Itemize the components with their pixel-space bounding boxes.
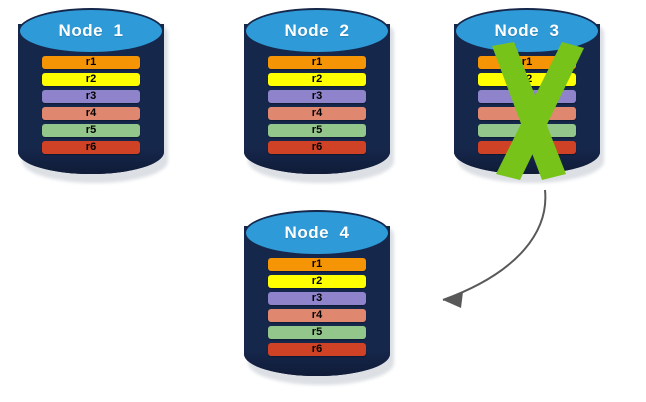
node-2-row-r3[interactable]: r3 bbox=[268, 90, 366, 103]
node-4-rows: r1 r2 r3 r4 r5 r6 bbox=[268, 258, 366, 360]
node-3-row-r4-label: r4 bbox=[521, 107, 533, 119]
node-2-lid bbox=[244, 8, 390, 54]
node-1-row-r2[interactable]: r2 bbox=[42, 73, 140, 86]
node-4-row-r2[interactable]: r2 bbox=[268, 275, 366, 288]
node-3-row-r4[interactable]: r4 bbox=[478, 107, 576, 120]
node-4-row-r5[interactable]: r5 bbox=[268, 326, 366, 339]
node-1-row-r3-label: r3 bbox=[85, 90, 97, 102]
node-4-row-r4-label: r4 bbox=[311, 309, 323, 321]
node-2-row-r2-label: r2 bbox=[311, 73, 323, 85]
node-4-lid bbox=[244, 210, 390, 256]
node-2-row-r5-label: r5 bbox=[311, 124, 323, 136]
node-2-row-r4[interactable]: r4 bbox=[268, 107, 366, 120]
node-1-row-r5-label: r5 bbox=[85, 124, 97, 136]
node-2-row-r4-label: r4 bbox=[311, 107, 323, 119]
node-2-row-r5[interactable]: r5 bbox=[268, 124, 366, 137]
node-1-rows: r1 r2 r3 r4 r5 r6 bbox=[42, 56, 140, 158]
node-1-row-r6[interactable]: r6 bbox=[42, 141, 140, 154]
node-2-title: Node 2 bbox=[284, 21, 350, 40]
node-1-row-r4[interactable]: r4 bbox=[42, 107, 140, 120]
node-4-row-r4[interactable]: r4 bbox=[268, 309, 366, 322]
node-2[interactable]: Node 2 r1 r2 r3 r4 r5 r6 bbox=[244, 8, 394, 183]
node-1-row-r1-label: r1 bbox=[85, 56, 97, 68]
node-4-row-r3-label: r3 bbox=[311, 292, 323, 304]
node-3-row-r3[interactable]: r3 bbox=[478, 90, 576, 103]
node-3-row-r1-label: r1 bbox=[521, 56, 533, 68]
node-3-row-r5-label: r5 bbox=[521, 124, 533, 136]
node-2-rows: r1 r2 r3 r4 r5 r6 bbox=[268, 56, 366, 158]
node-4-row-r3[interactable]: r3 bbox=[268, 292, 366, 305]
node-4-row-r6[interactable]: r6 bbox=[268, 343, 366, 356]
node-1-row-r3[interactable]: r3 bbox=[42, 90, 140, 103]
node-4-row-r6-label: r6 bbox=[311, 343, 323, 355]
node-3-row-r2[interactable]: r2 bbox=[478, 73, 576, 86]
node-4-row-r2-label: r2 bbox=[311, 275, 323, 287]
node-2-row-r3-label: r3 bbox=[311, 90, 323, 102]
node-4-row-r5-label: r5 bbox=[311, 326, 323, 338]
node-1-row-r5[interactable]: r5 bbox=[42, 124, 140, 137]
node-3-row-r5[interactable]: r5 bbox=[478, 124, 576, 137]
node-4-row-r1-label: r1 bbox=[311, 258, 323, 270]
failover-arrow-head bbox=[443, 292, 463, 308]
node-3-row-r6[interactable]: r6 bbox=[478, 141, 576, 154]
node-3-row-r1[interactable]: r1 bbox=[478, 56, 576, 69]
node-2-row-r1-label: r1 bbox=[311, 56, 323, 68]
node-1-row-r1[interactable]: r1 bbox=[42, 56, 140, 69]
node-3-row-r6-label: r6 bbox=[521, 141, 533, 153]
node-2-row-r6-label: r6 bbox=[311, 141, 323, 153]
node-4-title: Node 4 bbox=[284, 223, 350, 242]
node-4[interactable]: Node 4 r1 r2 r3 r4 r5 r6 bbox=[244, 210, 394, 385]
node-1-row-r4-label: r4 bbox=[85, 107, 97, 119]
node-4-row-r1[interactable]: r1 bbox=[268, 258, 366, 271]
node-1-row-r6-label: r6 bbox=[85, 141, 97, 153]
node-3-row-r2-label: r2 bbox=[521, 73, 533, 85]
node-3[interactable]: Node 3 r1 r2 r3 r4 r5 r6 bbox=[454, 8, 604, 183]
node-3-title: Node 3 bbox=[494, 21, 560, 40]
node-1-title: Node 1 bbox=[58, 21, 124, 40]
node-3-rows: r1 r2 r3 r4 r5 r6 bbox=[478, 56, 576, 158]
node-1-lid bbox=[18, 8, 164, 54]
node-1-row-r2-label: r2 bbox=[85, 73, 97, 85]
failover-arrow-path bbox=[442, 189, 547, 301]
node-1[interactable]: Node 1 r1 r2 r3 r4 r5 r6 bbox=[18, 8, 168, 183]
node-2-row-r2[interactable]: r2 bbox=[268, 73, 366, 86]
node-2-row-r1[interactable]: r1 bbox=[268, 56, 366, 69]
node-3-row-r3-label: r3 bbox=[521, 90, 533, 102]
node-2-row-r6[interactable]: r6 bbox=[268, 141, 366, 154]
